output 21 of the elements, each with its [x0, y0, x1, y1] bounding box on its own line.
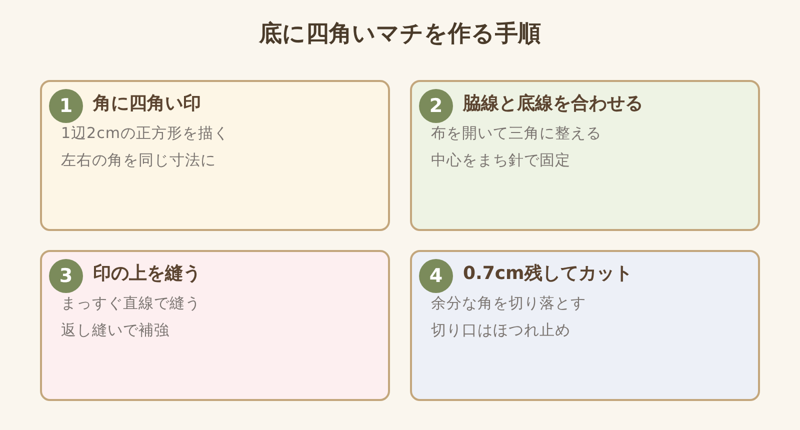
- step-number: 3: [49, 259, 83, 293]
- step-description: 切り口はほつれ止め: [431, 320, 570, 340]
- step-card: [410, 80, 760, 231]
- step-description: 余分な角を切り落とす: [431, 293, 586, 313]
- step-card: [410, 250, 760, 401]
- step-card: [40, 250, 390, 401]
- step-number: 2: [419, 89, 453, 123]
- step-card: [40, 80, 390, 231]
- step-heading: 角に四角い印: [93, 92, 201, 116]
- diagram-title: 底に四角いマチを作る手順: [258, 20, 542, 49]
- step-heading: 印の上を縫う: [93, 262, 201, 286]
- step-description: 中心をまち針で固定: [431, 150, 570, 170]
- step-description: 返し縫いで補強: [61, 320, 170, 340]
- step-description: 1辺2cmの正方形を描く: [61, 123, 229, 143]
- step-description: 左右の角を同じ寸法に: [61, 150, 216, 170]
- step-description: まっすぐ直線で縫う: [61, 293, 200, 313]
- step-description: 布を開いて三角に整える: [431, 123, 602, 143]
- step-number: 1: [49, 89, 83, 123]
- step-number: 4: [419, 259, 453, 293]
- step-heading: 0.7cm残してカット: [463, 262, 632, 286]
- step-heading: 脇線と底線を合わせる: [463, 92, 643, 116]
